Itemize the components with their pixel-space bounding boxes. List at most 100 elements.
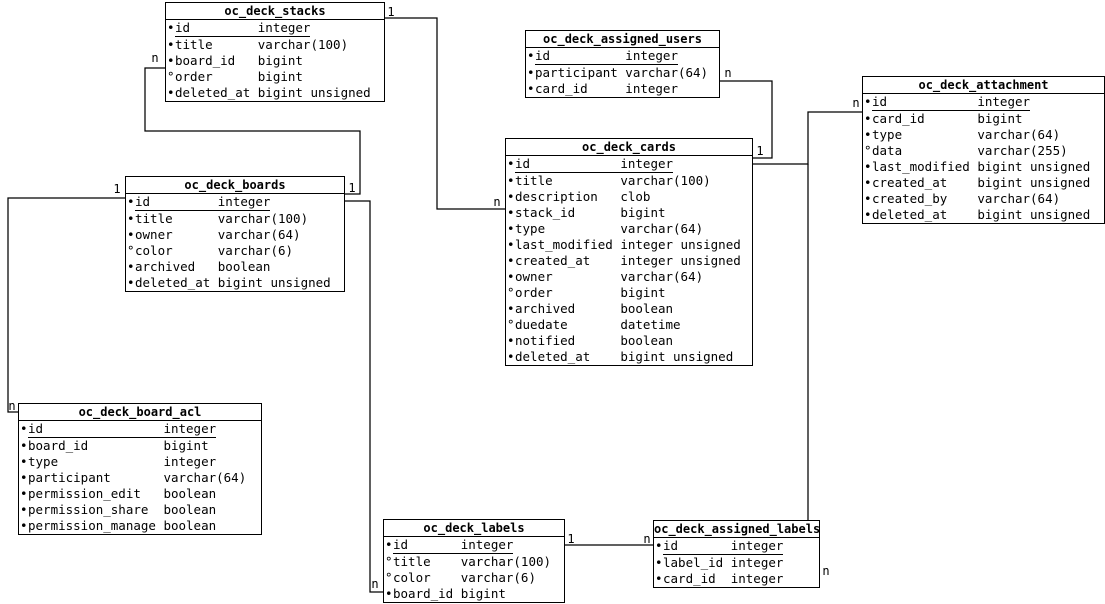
cardinality-label: n bbox=[371, 577, 379, 591]
cardinality-label: n bbox=[8, 399, 16, 413]
field-type: bigint unsigned bbox=[977, 207, 1091, 222]
field-type: varchar(64) bbox=[977, 191, 1061, 206]
field-type: boolean bbox=[620, 301, 674, 316]
field-type: varchar(64) bbox=[977, 127, 1061, 142]
field: data varchar(255) bbox=[872, 143, 1068, 159]
field-name: title bbox=[515, 173, 553, 188]
field-type: varchar(64) bbox=[163, 470, 247, 485]
table-title: oc_deck_boards bbox=[126, 177, 344, 194]
notnull-bullet-icon: • bbox=[20, 502, 28, 517]
notnull-bullet-icon: • bbox=[507, 333, 515, 348]
notnull-bullet-icon: • bbox=[127, 259, 135, 274]
field-type: bigint bbox=[620, 285, 666, 300]
field-type: integer bbox=[730, 538, 784, 553]
field-name: description bbox=[515, 189, 598, 204]
field-type: integer bbox=[977, 94, 1031, 109]
field-type: boolean bbox=[163, 518, 217, 533]
field-name: type bbox=[28, 454, 59, 469]
nullable-bullet-icon: ° bbox=[127, 243, 135, 258]
notnull-bullet-icon: • bbox=[864, 207, 872, 222]
field-type: integer bbox=[625, 81, 678, 96]
table-title: oc_deck_cards bbox=[506, 139, 752, 156]
field-name: id bbox=[515, 156, 531, 171]
notnull-bullet-icon: • bbox=[864, 94, 872, 109]
field-type: varchar(100) bbox=[460, 554, 552, 569]
field-type: boolean bbox=[620, 333, 674, 348]
field-name: card_id bbox=[872, 111, 925, 126]
field-name: board_id bbox=[175, 53, 236, 68]
field-type: integer bbox=[163, 421, 217, 436]
notnull-bullet-icon: • bbox=[507, 349, 515, 364]
field-type: varchar(6) bbox=[217, 243, 294, 258]
field-name: duedate bbox=[515, 317, 568, 332]
field-type: varchar(64) bbox=[217, 227, 301, 242]
field-type: bigint unsigned bbox=[257, 85, 371, 100]
field-name: last_modified bbox=[872, 159, 970, 174]
notnull-bullet-icon: • bbox=[167, 20, 175, 35]
notnull-bullet-icon: • bbox=[527, 65, 535, 80]
field-name: stack_id bbox=[515, 205, 576, 220]
notnull-bullet-icon: • bbox=[655, 538, 663, 553]
table-title: oc_deck_assigned_labels bbox=[654, 522, 819, 538]
field-name: permission_manage bbox=[28, 518, 156, 533]
connector-assigned-users-to-cards bbox=[720, 80, 773, 159]
table-title: oc_deck_board_acl bbox=[19, 404, 261, 421]
field-name: card_id bbox=[535, 81, 588, 96]
cardinality-label: n bbox=[822, 564, 830, 578]
field-name: title bbox=[393, 554, 431, 569]
field-name: data bbox=[872, 143, 903, 158]
cardinality-label: n bbox=[724, 66, 732, 80]
field-type: integer bbox=[460, 537, 514, 552]
table-title: oc_deck_assigned_users bbox=[526, 31, 719, 48]
notnull-bullet-icon: • bbox=[127, 194, 135, 209]
field-type: varchar(255) bbox=[977, 143, 1068, 158]
notnull-bullet-icon: • bbox=[507, 221, 515, 236]
notnull-bullet-icon: • bbox=[167, 37, 175, 52]
notnull-bullet-icon: • bbox=[385, 586, 393, 601]
